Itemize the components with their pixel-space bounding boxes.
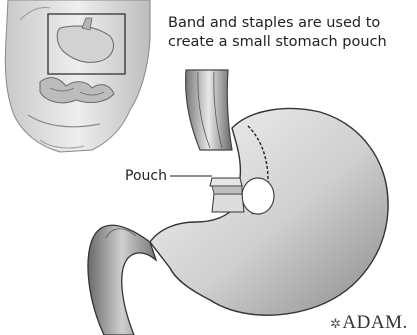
caption-line-2: create a small stomach pouch bbox=[168, 33, 408, 52]
brand-name: ADAM. bbox=[342, 312, 407, 333]
pouch-opening bbox=[242, 178, 274, 214]
stomach bbox=[150, 109, 388, 316]
adam-logo: ✲ADAM. bbox=[330, 312, 408, 334]
gastric-band bbox=[210, 178, 244, 212]
duodenum bbox=[88, 225, 156, 335]
torso-inset bbox=[5, 0, 150, 152]
caption: Band and staples are used to create a sm… bbox=[168, 14, 408, 52]
pouch-label: Pouch bbox=[125, 168, 167, 184]
caption-line-1: Band and staples are used to bbox=[168, 14, 408, 33]
star-icon: ✲ bbox=[330, 316, 341, 331]
esophagus bbox=[186, 70, 232, 150]
